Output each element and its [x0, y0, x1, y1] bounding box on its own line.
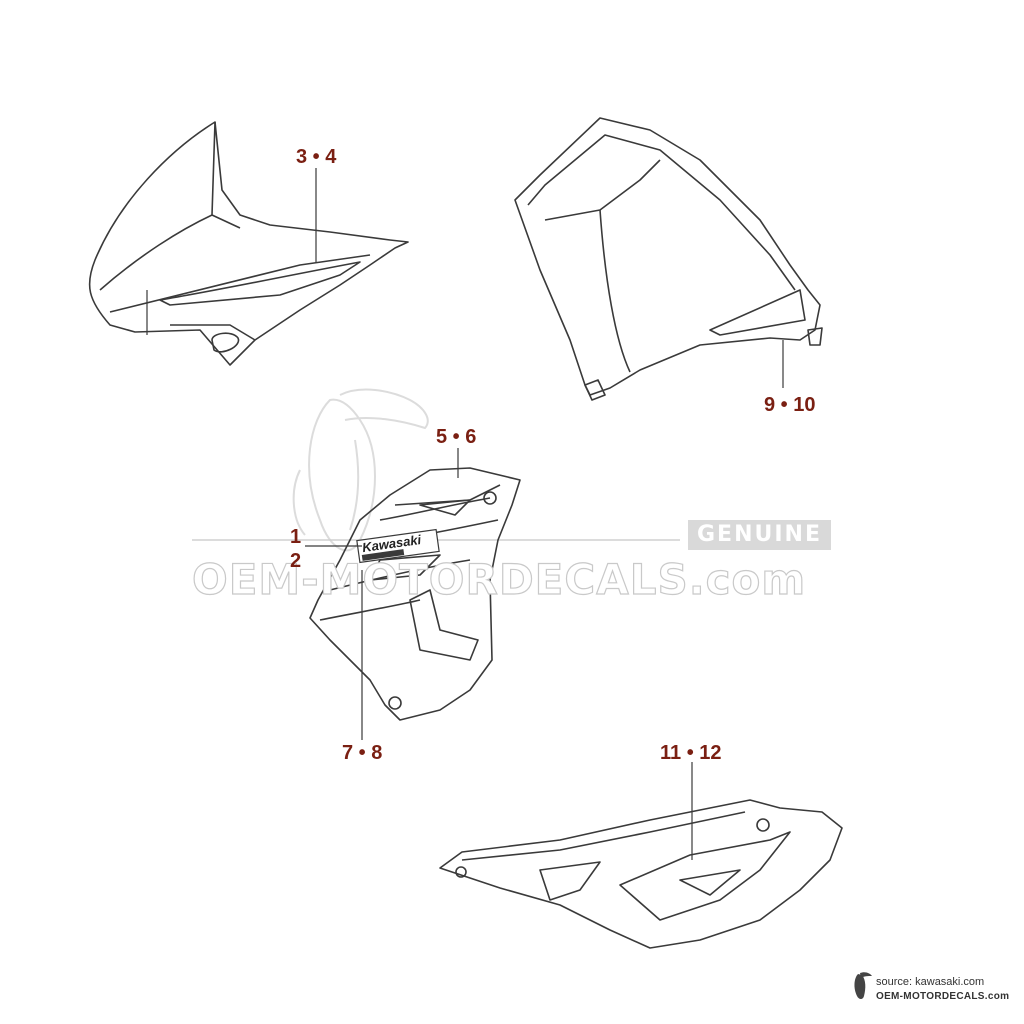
footer-source: source: kawasaki.com — [876, 976, 985, 988]
callout-1: 1 — [290, 526, 302, 548]
part-lower-side-panel — [439, 799, 843, 949]
callout-9-10: 9 • 10 — [764, 394, 816, 416]
callout-7-8: 7 • 8 — [342, 742, 383, 764]
part-radiator-shroud — [309, 467, 521, 721]
helmet-logo-icon — [854, 972, 872, 999]
watermark-helmet-logo — [292, 388, 429, 552]
kawasaki-decal — [356, 528, 440, 564]
footer-site: OEM-MOTORDECALS.com — [876, 991, 1010, 1002]
part-front-cowl — [88, 121, 409, 366]
callout-5-6: 5 • 6 — [436, 426, 477, 448]
watermark-genuine: GENUINE — [688, 520, 831, 550]
part-side-cover — [514, 117, 823, 401]
callout-2: 2 — [290, 550, 302, 572]
callout-11-12: 11 • 12 — [660, 742, 722, 764]
watermark-site: OEM-MOTORDECALS.com — [191, 554, 807, 604]
callout-3-4: 3 • 4 — [296, 146, 337, 168]
